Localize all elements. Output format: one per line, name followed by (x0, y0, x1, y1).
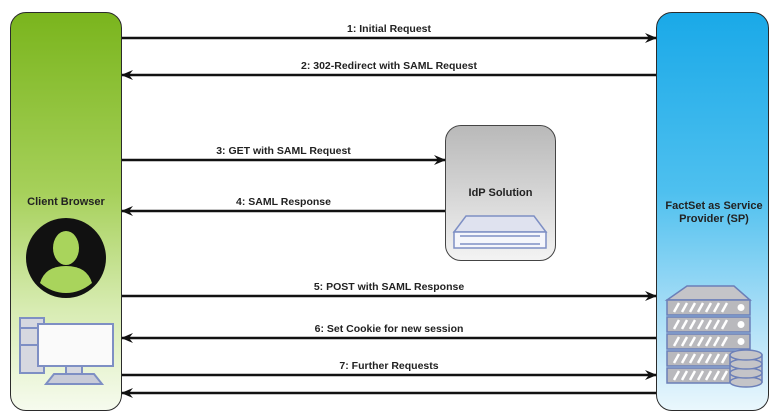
message-label-5: 5: POST with SAML Response (313, 281, 465, 293)
sp-label: FactSet as Service Provider (SP) (665, 200, 763, 225)
idp-server-icon (452, 215, 548, 249)
message-label-7: 7: Further Requests (339, 360, 439, 372)
message-label-6: 6: Set Cookie for new session (314, 323, 464, 335)
idp-label: IdP Solution (468, 187, 533, 199)
desktop-computer-icon (19, 317, 114, 385)
user-avatar-icon (26, 218, 106, 298)
message-label-1: 1: Initial Request (346, 23, 432, 35)
message-label-2: 2: 302-Redirect with SAML Request (300, 60, 478, 72)
message-label-3: 3: GET with SAML Request (216, 145, 351, 157)
database-icon (729, 349, 763, 388)
message-label-4: 4: SAML Response (236, 196, 331, 208)
client-browser-label: Client Browser (27, 196, 105, 208)
